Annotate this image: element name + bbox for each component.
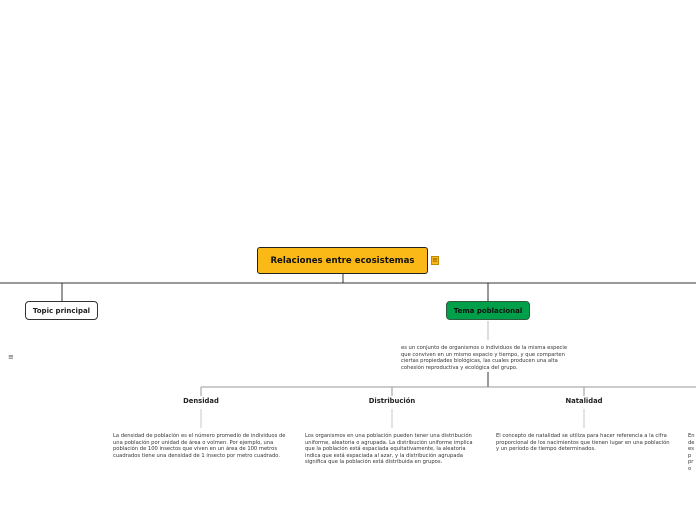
menu-icon[interactable]: ≡ — [8, 353, 14, 361]
topic-principal-label: Topic principal — [32, 306, 91, 315]
natalidad-description: El concepto de natalidad se utiliza para… — [496, 433, 670, 452]
distribucion-description: Los organismos en una población pueden t… — [305, 433, 473, 465]
topic-principal[interactable]: Topic principal — [25, 301, 98, 320]
densidad-description: La densidad de población es el número pr… — [113, 433, 286, 459]
subtopic-densidad[interactable]: Densidad — [183, 397, 219, 405]
fourth-subtopic-description: En de esp pro — [688, 433, 695, 472]
tema-poblacional-description: es un conjunto de organismos o individuo… — [401, 345, 568, 371]
tema-poblacional[interactable]: Tema poblacional — [446, 301, 530, 320]
subtopic-distribucion[interactable]: Distribución — [368, 397, 416, 405]
root-topic-label: Relaciones entre ecosistemas — [270, 255, 415, 266]
root-topic[interactable]: Relaciones entre ecosistemas — [257, 247, 428, 274]
notes-icon[interactable]: ≡ — [431, 256, 439, 265]
subtopic-natalidad[interactable]: Natalidad — [565, 397, 603, 405]
tema-poblacional-label: Tema poblacional — [453, 306, 523, 315]
